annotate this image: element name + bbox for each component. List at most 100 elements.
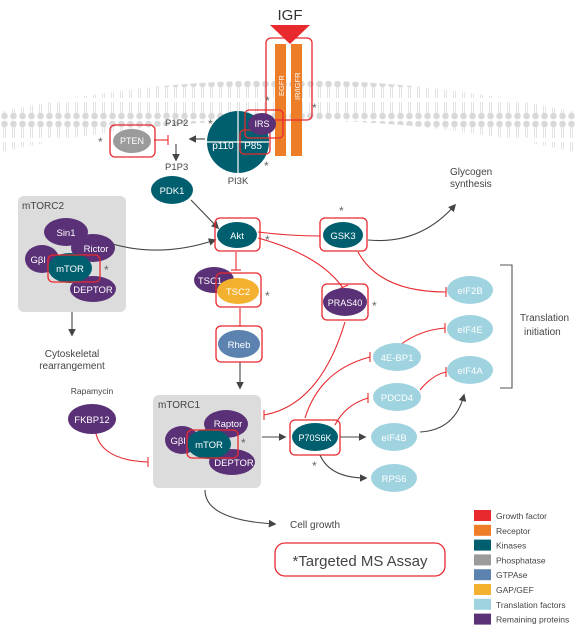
receptor-star: *	[312, 101, 317, 115]
pras40-node[interactable]	[323, 288, 367, 316]
mtor-highlight-2	[47, 254, 101, 283]
rheb-highlight	[215, 325, 263, 363]
p70s6k-node[interactable]	[292, 423, 338, 451]
pdk1-node[interactable]	[151, 176, 193, 204]
pi3k-star-1: *	[208, 117, 213, 131]
eif4e-node[interactable]	[447, 315, 493, 343]
gbl-label-2: Gβl	[31, 255, 46, 266]
gsk3-node[interactable]	[323, 222, 363, 248]
eif2b-node[interactable]	[447, 276, 493, 304]
igf-growth-factor-icon	[270, 25, 310, 44]
p1p3-label: P1P3	[165, 162, 188, 173]
mtor-label-2: mTOR	[56, 264, 84, 275]
pi3k-star-2: *	[264, 159, 269, 173]
tsc2-node[interactable]	[217, 278, 259, 304]
tsc2-highlight	[215, 272, 262, 308]
legend-label: Translation factors	[496, 600, 566, 610]
pten-label: PTEN	[120, 136, 144, 146]
4ebp1-node[interactable]	[373, 343, 421, 371]
legend-swatch	[474, 510, 491, 521]
translation-line1: Translation	[520, 313, 569, 324]
tsc1-label: TSC1	[198, 276, 222, 287]
eif4a-node[interactable]	[447, 356, 493, 384]
gsk3-highlight	[319, 217, 368, 252]
mtor-node-2[interactable]	[48, 253, 92, 283]
mtor-label-1: mTOR	[195, 440, 223, 451]
mtor-node-1[interactable]	[187, 429, 231, 459]
pdcd4-label: PDCD4	[381, 393, 413, 404]
legend-label: GAP/GEF	[496, 585, 534, 595]
sin1-label: Sin1	[56, 228, 75, 239]
igf-label: IGF	[278, 7, 303, 24]
irs-highlight	[244, 109, 284, 139]
deptor-label-1: DEPTOR	[214, 458, 254, 469]
receptor-highlight	[265, 37, 313, 121]
mtorc2-label: mTORC2	[22, 201, 64, 212]
edges	[68, 135, 513, 528]
rheb-label: Rheb	[228, 340, 251, 351]
legend-label: Kinases	[496, 541, 526, 551]
pten-highlight	[109, 124, 156, 158]
assay-label: *Targeted MS Assay	[292, 553, 428, 570]
pras40-star: *	[372, 299, 377, 313]
egfr-receptor	[275, 44, 286, 156]
glycogen-line2: synthesis	[450, 179, 492, 190]
irs-star: *	[265, 94, 270, 108]
legend-swatch	[474, 524, 491, 536]
tsc2-star: *	[265, 289, 270, 303]
assay-box	[274, 542, 446, 577]
eif4e-label: eIF4E	[457, 325, 482, 336]
eif4b-node[interactable]	[371, 423, 417, 451]
rps6-node[interactable]	[371, 464, 417, 492]
legend-label: GTPAse	[496, 570, 528, 580]
translation-line2: initiation	[524, 327, 561, 338]
p1p2-label: P1P2	[165, 118, 188, 129]
cell-growth-label: Cell growth	[290, 520, 340, 531]
irs-node[interactable]	[248, 113, 276, 135]
mtor-star-2: *	[104, 263, 109, 277]
legend-label: Phosphatase	[496, 555, 546, 565]
mtor-highlight-1	[186, 429, 239, 459]
eif2b-label: eIF2B	[457, 286, 482, 297]
raptor-label: Raptor	[214, 419, 243, 430]
fkbp12-label: FKBP12	[74, 415, 109, 426]
akt-highlight	[214, 217, 261, 252]
pdcd4-node[interactable]	[373, 383, 421, 411]
cell-membrane	[0, 80, 575, 152]
eif4a-label: eIF4A	[457, 366, 483, 377]
p70s6k-label: P70S6K	[298, 433, 331, 443]
receptor-group: EGFR IR/IGFR	[265, 37, 313, 156]
cyto-line1: Cytoskeletal	[45, 349, 99, 360]
akt-node[interactable]	[217, 222, 257, 248]
mtor-star-1: *	[241, 436, 246, 450]
rheb-node[interactable]	[218, 330, 260, 358]
rapamycin-label: Rapamycin	[71, 386, 114, 396]
pras40-label: PRAS40	[328, 298, 363, 308]
4ebp1-label: 4E-BP1	[381, 353, 414, 364]
pi3k-label: PI3K	[228, 176, 249, 187]
p70s6k-highlight	[289, 419, 341, 456]
legend: Growth factorReceptorKinasesPhosphataseG…	[474, 510, 569, 625]
akt-label: Akt	[230, 231, 244, 242]
irs-label: IRS	[254, 119, 269, 129]
rps6-label: RPS6	[382, 474, 407, 485]
mtorc1-label: mTORC1	[158, 400, 200, 411]
legend-swatch	[474, 584, 491, 595]
rictor-label: Rictor	[84, 244, 109, 255]
pras40-highlight	[321, 283, 369, 321]
glycogen-line1: Glycogen	[450, 167, 492, 178]
fkbp12-node[interactable]	[68, 404, 116, 434]
legend-swatch	[474, 598, 491, 610]
pdk1-label: PDK1	[160, 186, 185, 197]
deptor-label-2: DEPTOR	[73, 285, 113, 296]
pten-node[interactable]	[113, 129, 151, 153]
gsk3-label: GSK3	[330, 231, 355, 242]
gsk3-star: *	[339, 204, 344, 218]
legend-swatch	[474, 569, 491, 581]
p110-label: p110	[212, 141, 234, 152]
egfr-label: EGFR	[277, 75, 286, 96]
legend-label: Remaining proteins	[496, 615, 569, 625]
legend-label: Receptor	[496, 526, 531, 536]
